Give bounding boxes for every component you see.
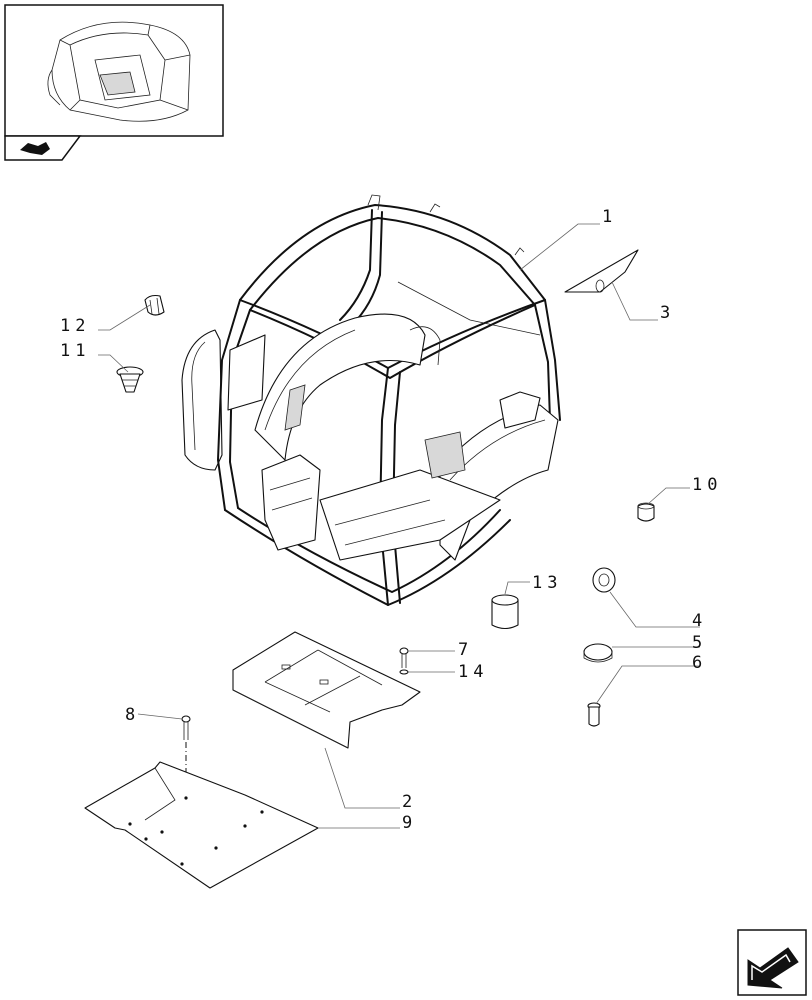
section-marker-icon: [4, 135, 82, 161]
leader-lines: [98, 223, 700, 829]
callout-12: 12: [60, 316, 90, 336]
callout-3: 3: [660, 303, 675, 323]
callout-4: 4: [692, 611, 707, 631]
part-14-washer: [399, 669, 409, 675]
next-page-arrow-icon[interactable]: [737, 929, 807, 996]
part-4-grommet: [592, 567, 616, 593]
callout-5: 5: [692, 633, 707, 653]
part-9-floor-plate: [84, 761, 319, 889]
part-12-plug: [144, 294, 165, 316]
part-10-cap: [637, 502, 655, 522]
callout-8: 8: [125, 705, 140, 725]
part-3-bracket: [564, 249, 639, 293]
callout-9: 9: [402, 813, 417, 833]
part-2-floor-mat: [232, 631, 421, 749]
part-13-bushing: [491, 594, 519, 630]
callout-1: 1: [602, 207, 617, 227]
part-5-disc: [583, 643, 613, 663]
part-6-pin: [587, 702, 601, 727]
cab-frame: [181, 194, 561, 606]
cab-thumbnail-icon[interactable]: [4, 4, 224, 137]
callout-2: 2: [402, 792, 417, 812]
callout-7: 7: [458, 640, 473, 660]
part-11-rivet: [116, 366, 144, 393]
callout-13: 13: [532, 573, 562, 593]
callout-11: 11: [60, 341, 90, 361]
callout-10: 10: [692, 475, 722, 495]
callout-6: 6: [692, 653, 707, 673]
callout-14: 14: [458, 662, 488, 682]
part-7-screw: [399, 647, 409, 668]
